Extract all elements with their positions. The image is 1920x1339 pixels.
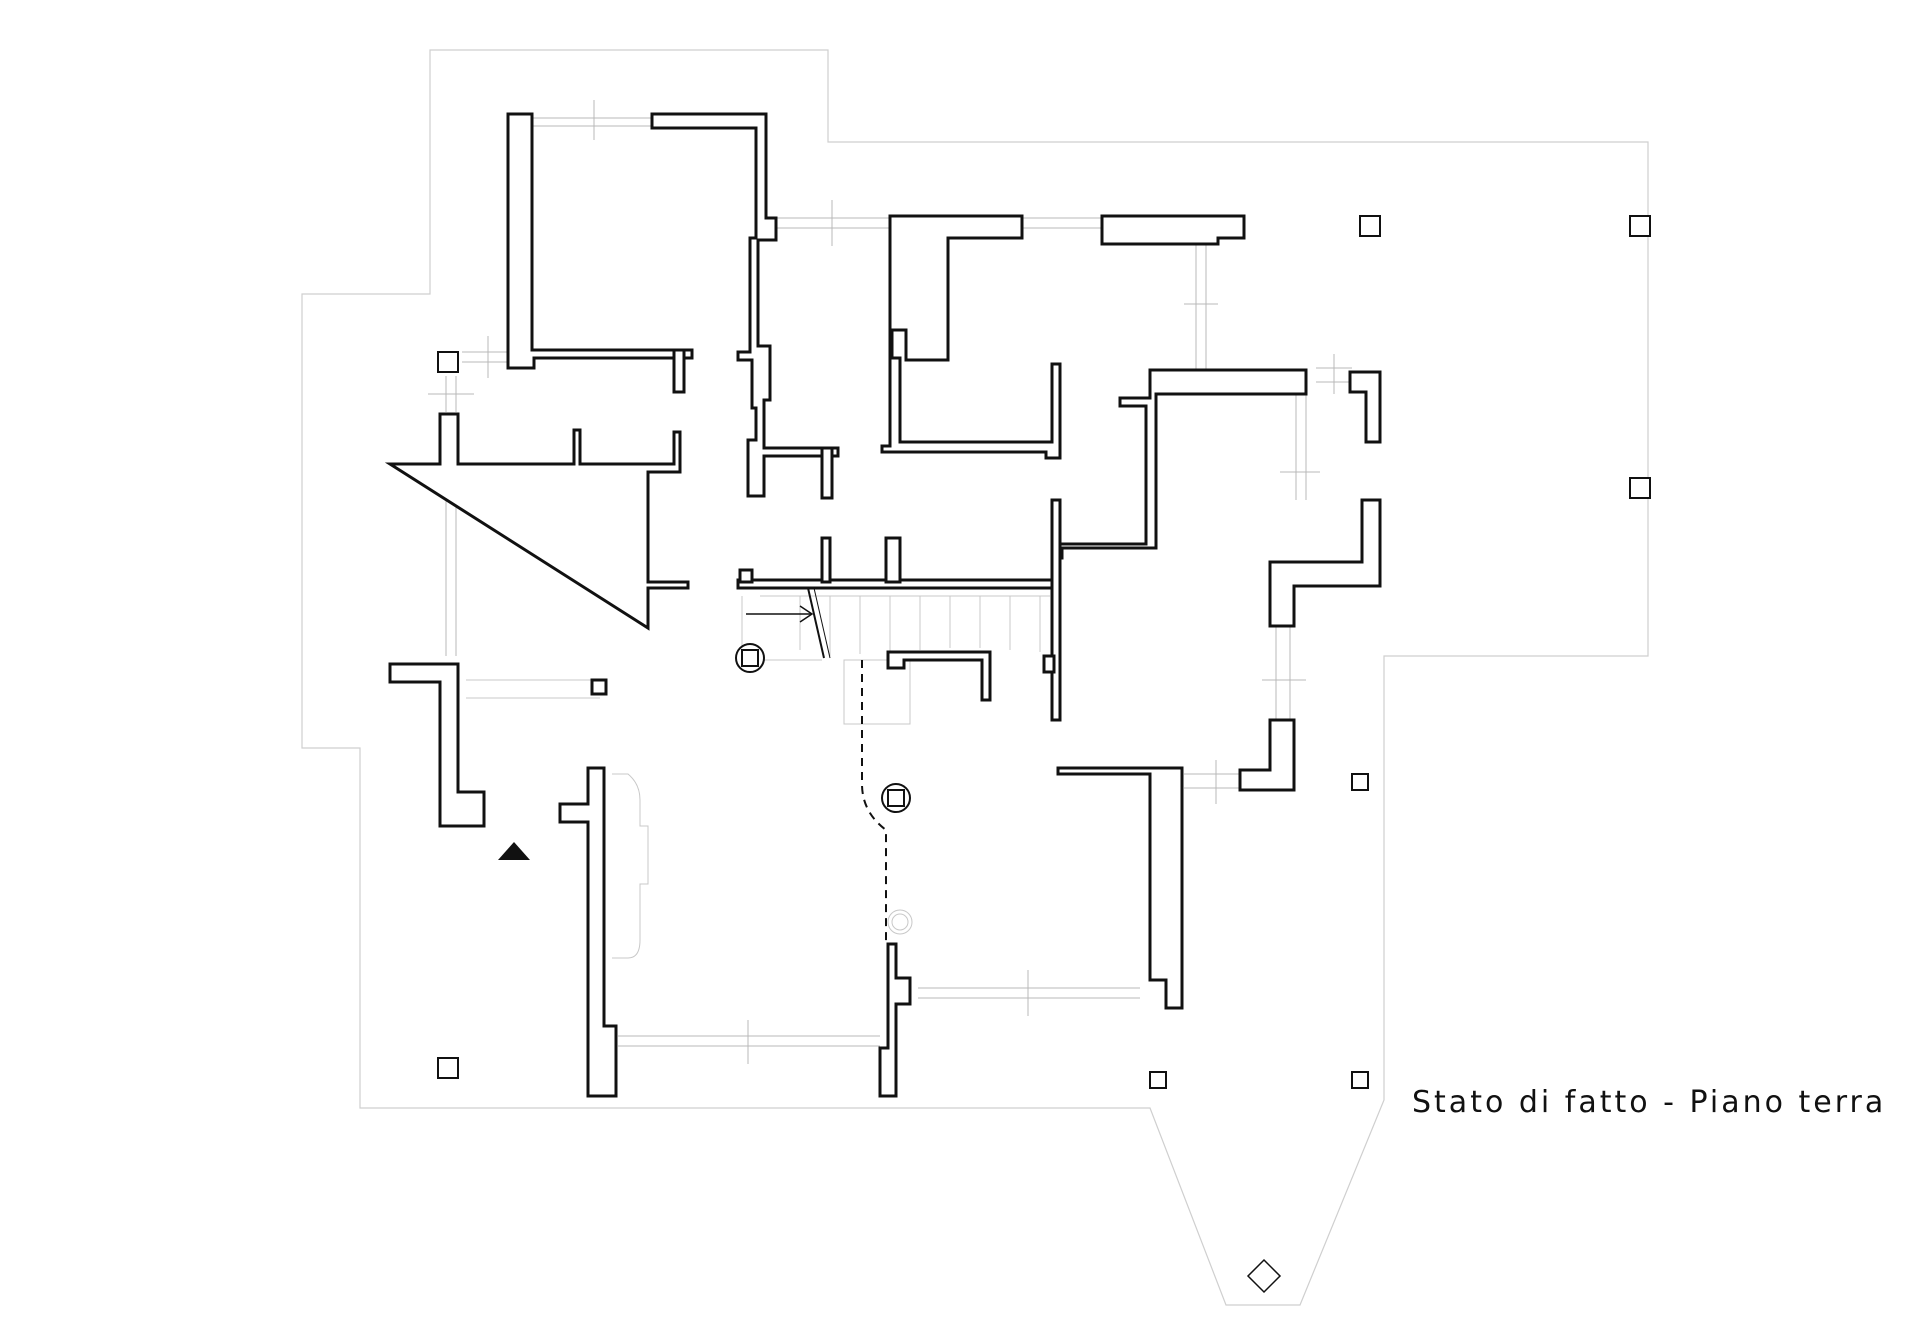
pillars [437, 215, 1651, 1089]
wall-stair-stub-2 [884, 536, 902, 584]
wall-right-upper [1054, 368, 1308, 560]
wall-lower-left [558, 766, 618, 1098]
wall-right-mid [1268, 498, 1382, 628]
wall-top-center-beam [880, 214, 1062, 460]
wall-left-jamb [590, 678, 608, 696]
wall-top-center-stub [820, 446, 834, 500]
wall-right-jamb [1042, 654, 1056, 674]
pillar [1359, 215, 1381, 237]
pillar [437, 351, 459, 373]
round-pillar [735, 643, 765, 673]
wall-lower-right [1056, 766, 1184, 1010]
arrow-icon [746, 587, 831, 659]
wall-stair-left [738, 568, 754, 584]
pillar [1149, 1071, 1167, 1089]
wall-right-vertical [1050, 498, 1062, 722]
wall-lower-center [878, 942, 912, 1098]
round-pillar [881, 783, 911, 813]
wall-left-lower [388, 662, 486, 828]
wall-top-right-beam [1100, 214, 1246, 246]
pillar [1351, 773, 1369, 791]
wall-right-corner [1348, 370, 1382, 444]
wall-top-center [650, 112, 840, 498]
pillar [1351, 1071, 1369, 1089]
windows [428, 100, 1352, 1064]
wall-stair-landing [886, 650, 992, 702]
pillar [437, 1057, 459, 1079]
wall-stair-top [736, 578, 1054, 590]
wall-left-cross [384, 412, 690, 631]
wall-top-left-room [506, 112, 694, 370]
site-boundary [301, 49, 1649, 1306]
pillar [1629, 215, 1651, 237]
walls [384, 112, 1382, 1098]
plan-title: Stato di fatto - Piano terra [1412, 1085, 1886, 1120]
triangle-icon [498, 842, 530, 860]
diamond-icon [1246, 1258, 1282, 1294]
wall-stair-stub-1 [820, 536, 832, 584]
wall-right-lower [1238, 718, 1296, 792]
wall-top-left-stub [672, 348, 686, 394]
pillar [1629, 477, 1651, 499]
